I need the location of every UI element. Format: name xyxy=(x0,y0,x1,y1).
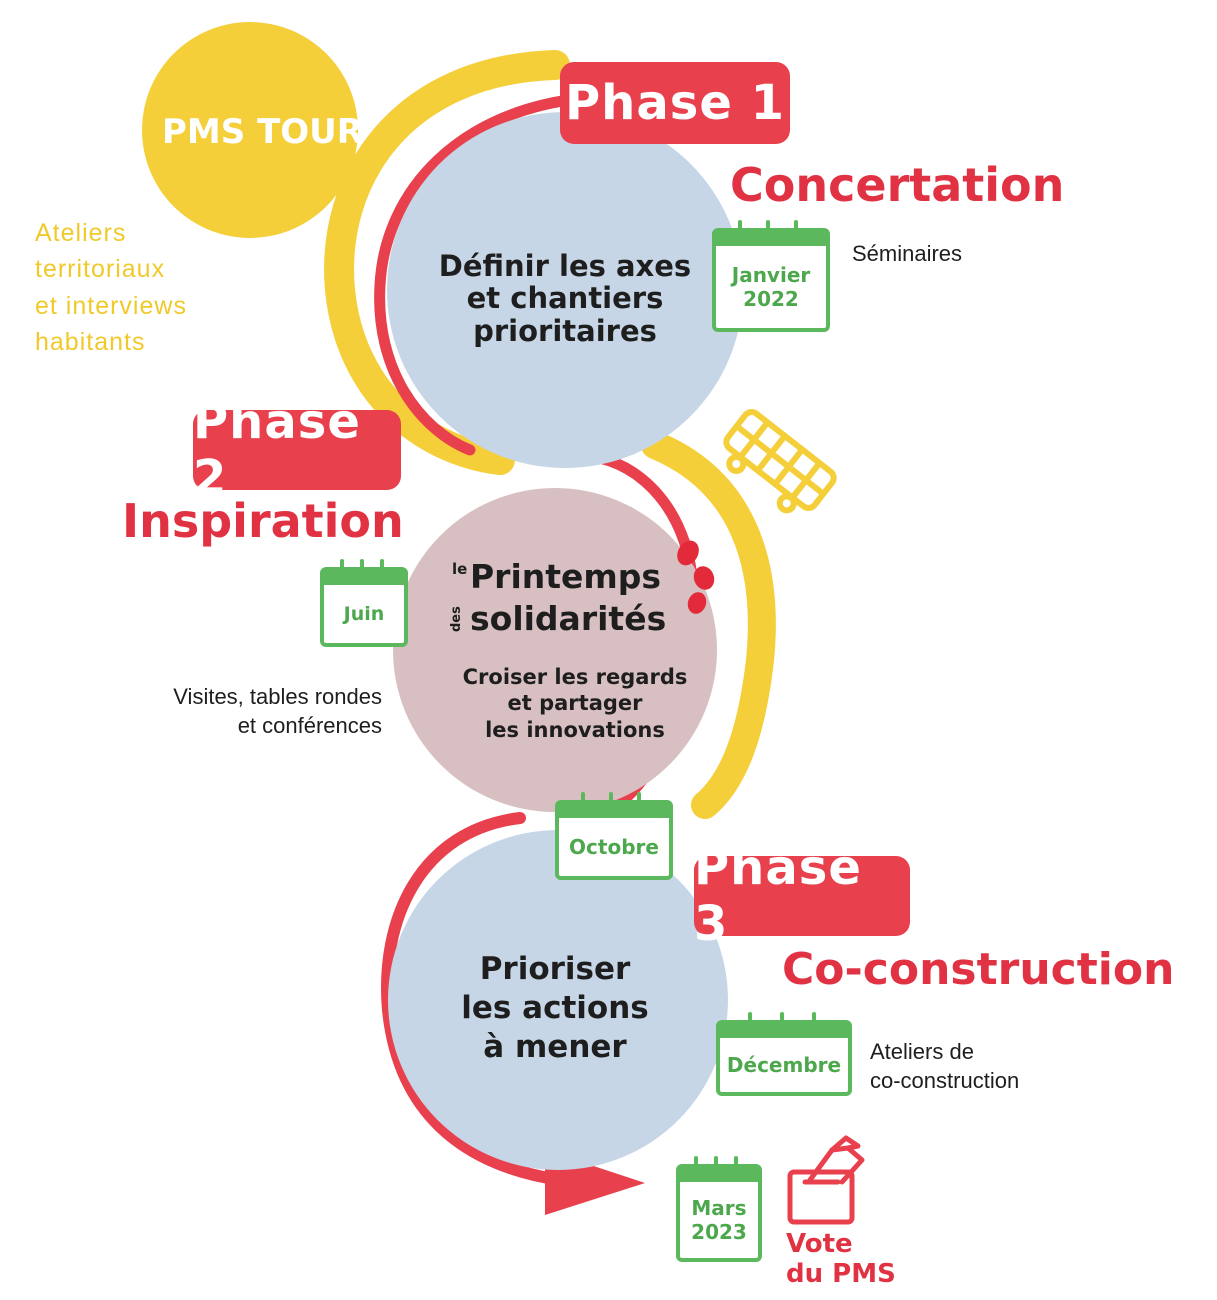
pms-tour-circle xyxy=(142,22,358,238)
pms-tour-description: Ateliers territoriaux et interviews habi… xyxy=(35,219,187,356)
bus-icon xyxy=(723,409,837,514)
pms-tour-label: PMS TOUR xyxy=(162,112,363,152)
final-calendar-label: Mars 2023 xyxy=(691,1196,747,1244)
phase3-title: Co-construction xyxy=(782,944,1175,995)
phase3-start-calendar-icon: Octobre xyxy=(555,792,673,880)
phase3-circle xyxy=(388,830,728,1170)
red-arc-phase3 xyxy=(381,812,566,1186)
phase1-calendar-label: Janvier 2022 xyxy=(731,263,811,311)
logo-solidarites: solidarités xyxy=(470,599,667,638)
phase3-badge: Phase 3 xyxy=(694,840,910,952)
phase2-title: Inspiration xyxy=(122,494,404,548)
red-arc-phase1 xyxy=(374,92,591,456)
phase2-circle-text: Croiser les regards et partager les inno… xyxy=(462,665,688,742)
phase3-calendar-icon: Décembre xyxy=(716,1012,852,1096)
yellow-arc-top xyxy=(324,50,570,475)
phase1-title: Concertation xyxy=(730,158,1065,212)
ballot-box-icon xyxy=(787,1135,865,1225)
phase2-calendar-icon: Juin xyxy=(320,559,408,647)
phase3-start-calendar-label: Octobre xyxy=(569,835,659,859)
phase2-badge: Phase 2 xyxy=(193,394,401,506)
phase1-side-text: Séminaires xyxy=(852,241,963,266)
phase2-side-text: Visites, tables rondes et conférences xyxy=(173,684,382,738)
phase3-side-text: Ateliers de co-construction xyxy=(870,1039,1020,1093)
phase1-calendar-icon: Janvier 2022 xyxy=(712,220,830,332)
yellow-arc-middle xyxy=(641,431,776,819)
logo-printemps: Printemps xyxy=(470,557,662,596)
phase2-calendar-label: Juin xyxy=(343,602,385,625)
phase3-circle-text: Prioriser les actions à mener xyxy=(461,951,649,1065)
phase1-circle-text: Définir les axes et chantiers prioritair… xyxy=(438,249,692,348)
logo-des: des xyxy=(449,606,464,632)
phase1-badge: Phase 1 xyxy=(560,62,790,144)
phase1-circle xyxy=(387,112,743,468)
logo-le: le xyxy=(452,560,468,578)
leaf-icon xyxy=(677,540,715,614)
phase3-calendar-label: Décembre xyxy=(726,1053,842,1077)
phase2-circle xyxy=(393,488,717,812)
final-label: Vote du PMS xyxy=(786,1229,896,1289)
final-calendar-icon: Mars 2023 xyxy=(676,1156,762,1262)
